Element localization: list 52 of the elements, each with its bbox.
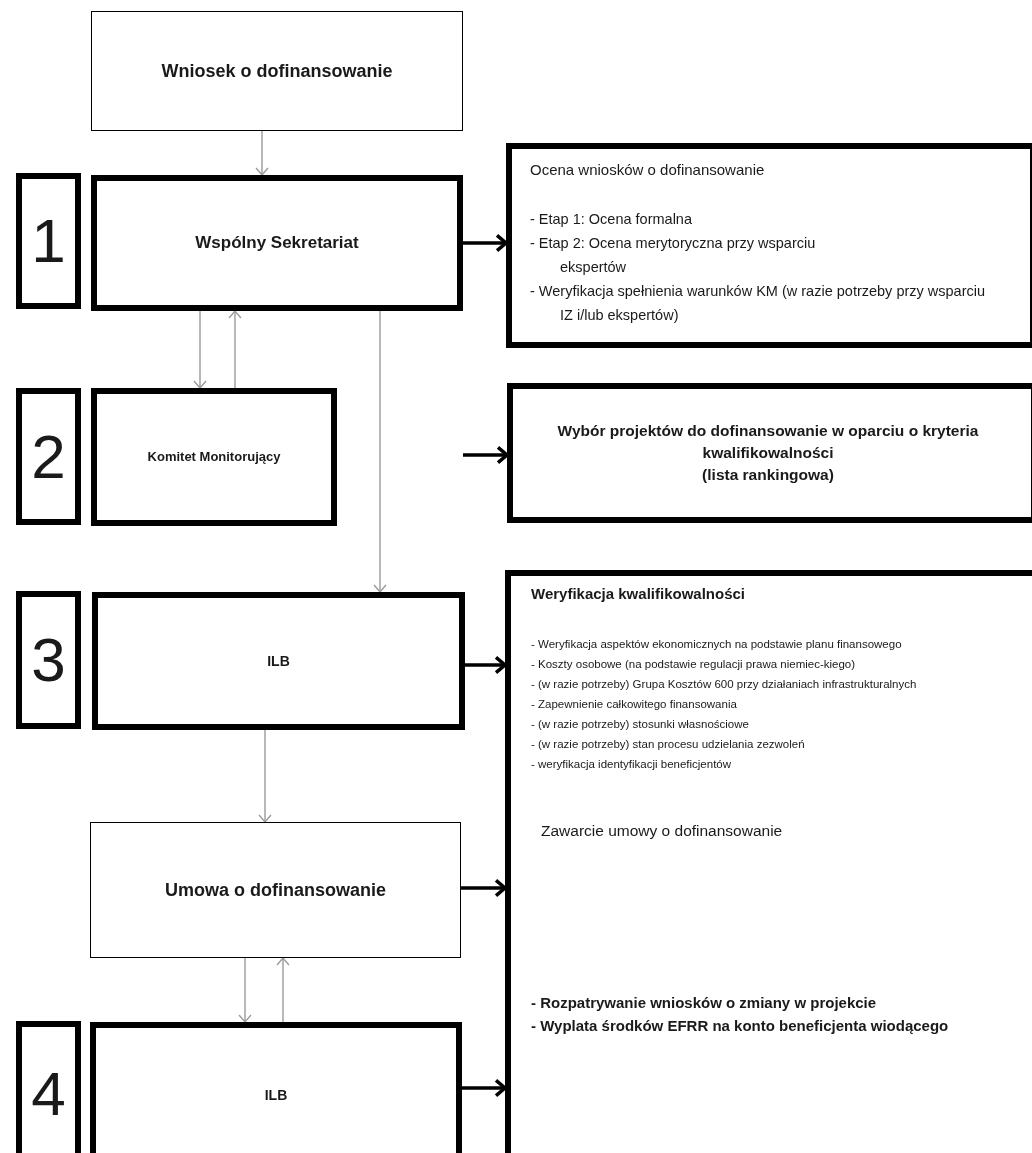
list-item: - Rozpatrywanie wniosków o zmiany w projekcie: [531, 993, 878, 1013]
heading: Weryfikacja kwalifikowalności: [531, 584, 746, 604]
step-number: 3: [31, 624, 66, 696]
list-item: - (w razie potrzeby) Grupa Kosztów 600 przy działaniach infrastrukturalnych: [531, 677, 918, 692]
list-item: - weryfikacja identyfikacji beneficjentów: [531, 757, 733, 772]
process-box: [90, 822, 461, 958]
list-item: - (w razie potrzeby) stosunki własnościowe: [531, 717, 750, 732]
arrow: [373, 310, 387, 593]
list-item: - Etap 2: Ocena merytoryczna przy wsparciu ekspertów: [530, 234, 817, 277]
list-item: - Weryfikacja spełnienia warunków KM (w razie potrzeby przy wsparciu IZ i/lub ekspertów): [530, 282, 987, 325]
node-label: Umowa o dofinansowanie: [165, 879, 386, 901]
arrow: [276, 957, 290, 1023]
heading: Ocena wniosków o dofinansowanie: [530, 160, 766, 180]
description-box: [507, 383, 1032, 523]
step-number-box: [16, 1021, 81, 1153]
list-item: - Koszty osobowe (na podstawie regulacji prawa niemiec-kiego): [531, 657, 857, 672]
step-number-box: [16, 388, 81, 525]
step-number-box: [16, 591, 81, 729]
arrow: [463, 445, 509, 465]
description-text: Zawarcie umowy o dofinansowanie: [540, 821, 784, 841]
node-label: ILB: [264, 1086, 288, 1104]
step-number: 1: [31, 205, 66, 277]
arrow: [462, 1078, 507, 1098]
step-number-box: [16, 173, 81, 309]
node-label: Wspólny Sekretariat: [195, 233, 359, 253]
process-box: [91, 175, 463, 311]
arrow: [465, 655, 507, 675]
process-box: [90, 1022, 462, 1153]
arrow: [238, 957, 252, 1023]
arrow: [255, 130, 269, 176]
description-box: [506, 143, 1032, 348]
arrow: [193, 310, 207, 389]
arrow: [258, 729, 272, 823]
process-box: [91, 388, 337, 526]
process-box: [92, 592, 465, 730]
list-item: - Etap 1: Ocena formalna: [530, 210, 693, 229]
description-box: [505, 570, 1032, 1153]
description-text: (lista rankingowa): [702, 465, 834, 485]
step-number: 4: [31, 1058, 66, 1130]
list-item: - (w razie potrzeby) stan procesu udzielania zezwoleń: [531, 737, 806, 752]
arrow: [228, 310, 242, 389]
list-item: - Zapewnienie całkowitego finansowania: [531, 697, 738, 712]
node-label: ILB: [267, 652, 290, 670]
step-number: 2: [31, 420, 66, 493]
node-label: Komitet Monitorujący: [147, 449, 281, 465]
arrow: [461, 878, 507, 898]
list-item: - Wyplata środków EFRR na konto beneficjenta wiodącego: [531, 1016, 950, 1036]
description-text: Wybór projektów do dofinansowanie w oparciu o kryteria kwalifikowalności: [556, 421, 980, 463]
node-label: Wniosek o dofinansowanie: [161, 60, 393, 82]
process-box: [91, 11, 463, 131]
list-item: - Weryfikacja aspektów ekonomicznych na podstawie planu finansowego: [531, 637, 903, 652]
arrow: [463, 233, 508, 253]
